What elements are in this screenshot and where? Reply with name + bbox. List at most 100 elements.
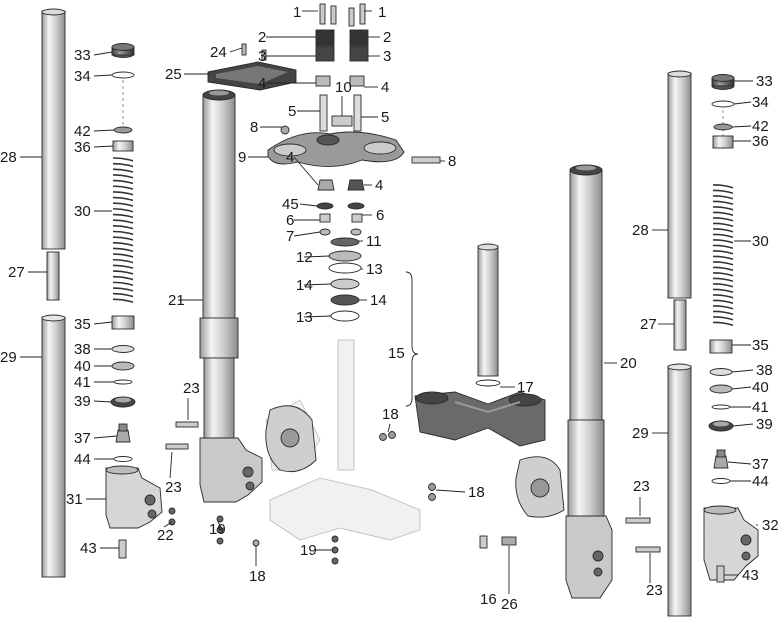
callout-c29a: 29: [0, 349, 17, 366]
handlebar-riser-right: [349, 29, 369, 132]
callout-c22: 22: [157, 527, 174, 544]
leader-c39b: [732, 423, 754, 427]
left-bushing: [111, 315, 135, 330]
leader-c34a: [93, 74, 113, 77]
callout-c15: 15: [388, 345, 405, 362]
callout-c14a: 14: [296, 277, 313, 294]
leader-c24: [229, 47, 243, 53]
callout-c18c: 18: [249, 568, 266, 585]
riser-bolts: [319, 3, 366, 27]
left-spring: [112, 157, 134, 303]
callout-c25: 25: [165, 66, 182, 83]
left-fork-inner-tube: [41, 8, 66, 250]
leader-c39a: [93, 400, 112, 403]
callout-c24: 24: [210, 44, 227, 61]
left-spacer-ring: [113, 126, 133, 134]
callout-c1a: 1: [293, 4, 301, 21]
right-assembled-fork: [565, 164, 613, 599]
callout-c36b: 36: [752, 133, 769, 150]
leader-lines: [20, 10, 758, 594]
callout-c37b: 37: [752, 456, 769, 473]
leader-c34b: [733, 101, 752, 105]
callout-c39b: 39: [756, 416, 773, 433]
callout-c33b: 33: [756, 73, 773, 90]
callout-c28a: 28: [0, 149, 17, 166]
leader-c13b: [303, 315, 332, 318]
callout-c23c: 23: [633, 478, 650, 495]
right-seal-40: [709, 384, 733, 394]
callout-c2b: 2: [383, 29, 391, 46]
callout-c13b: 13: [296, 309, 313, 326]
right-clip-41: [711, 404, 731, 410]
stem-hardware: [316, 179, 365, 236]
left-dust-seal: [110, 396, 136, 408]
callout-c4a: 4: [258, 75, 266, 92]
right-washer-44: [711, 478, 731, 484]
leader-c14a: [303, 283, 332, 286]
callout-c21: 21: [168, 292, 185, 309]
callout-c38a: 38: [74, 341, 91, 358]
callout-c4d: 4: [375, 177, 383, 194]
callout-c20: 20: [620, 355, 637, 372]
leader-c40b: [731, 386, 752, 390]
right-spring-seat: [712, 135, 734, 149]
leader-c37b: [727, 461, 752, 465]
left-spring-seat: [112, 140, 134, 152]
callout-c12: 12: [296, 249, 313, 266]
handlebar-cover: [207, 61, 297, 91]
callout-c5b: 5: [381, 109, 389, 126]
lower-triple-clamp: [414, 391, 546, 447]
callout-c35b: 35: [752, 337, 769, 354]
callout-c6b: 6: [376, 207, 384, 224]
callout-c37a: 37: [74, 430, 91, 447]
right-oring: [711, 100, 735, 108]
right-brake-caliper: [515, 456, 565, 518]
callout-c4c: 4: [286, 149, 294, 166]
left-washer-38: [111, 345, 135, 353]
left-brake-caliper: [265, 405, 317, 473]
left-damper-rod: [46, 251, 60, 301]
callout-c43b: 43: [742, 567, 759, 584]
callout-c31: 31: [66, 491, 83, 508]
right-spring: [712, 184, 734, 327]
leader-c42b: [731, 125, 752, 128]
right-fork-cap: [711, 74, 735, 90]
leader-c19a: [217, 521, 223, 530]
right-spacer-ring: [713, 123, 733, 131]
callout-c44b: 44: [752, 473, 769, 490]
leader-c4c: [293, 156, 319, 186]
right-damper-rod: [673, 299, 687, 351]
callout-c8a: 8: [250, 119, 258, 136]
callout-c23b: 23: [165, 479, 182, 496]
bracket-15: [405, 271, 419, 407]
callout-c34b: 34: [752, 94, 769, 111]
leader-c45: [299, 203, 318, 207]
callout-c16: 16: [480, 591, 497, 608]
callout-c32: 32: [762, 517, 779, 534]
callout-c11: 11: [366, 233, 382, 250]
callout-c17: 17: [517, 379, 534, 396]
leader-c22: [163, 521, 173, 528]
left-fork-cap: [111, 43, 135, 58]
callout-c8b: 8: [448, 153, 456, 170]
callout-c28b: 28: [632, 222, 649, 239]
callout-c19b: 19: [300, 542, 317, 559]
leader-c38b: [731, 369, 754, 373]
callout-c40a: 40: [74, 358, 91, 375]
steering-bearings: [328, 237, 362, 322]
callout-c45: 45: [282, 196, 299, 213]
callout-c7: 7: [286, 228, 294, 245]
callout-c23a: 23: [183, 380, 200, 397]
leader-c18b: [435, 489, 466, 493]
callout-c29b: 29: [632, 425, 649, 442]
left-clip-41: [113, 379, 133, 385]
left-washer-44: [113, 456, 133, 462]
callout-c4b: 4: [381, 79, 389, 96]
center-nut-10: [331, 115, 353, 127]
leader-c37a: [93, 435, 118, 439]
right-fork-foot: [703, 505, 759, 581]
callout-c27b: 27: [640, 316, 657, 333]
callout-c44a: 44: [74, 451, 91, 468]
left-assembled-fork: [199, 89, 263, 503]
